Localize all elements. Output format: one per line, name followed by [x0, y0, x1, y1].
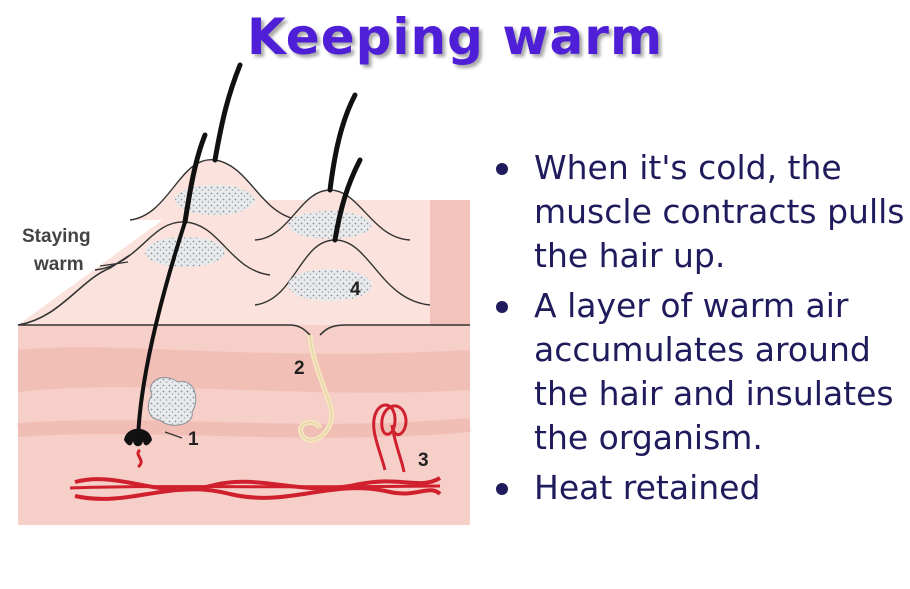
side-label-line1: Staying [22, 226, 91, 247]
goosebump-back-left [129, 159, 301, 221]
bullet-icon [496, 163, 508, 175]
skin-block [17, 200, 471, 525]
bullet-icon [496, 301, 508, 313]
sweat-gland [298, 334, 334, 443]
marker-2: 2 [294, 358, 305, 379]
side-label-pointer [99, 261, 129, 267]
marker-4: 4 [350, 279, 361, 300]
bullet-text: When it's cold, the muscle contracts pul… [534, 148, 905, 275]
side-label-line2: warm [33, 254, 84, 275]
bullet-item: Heat retained [496, 466, 906, 510]
bullet-text: Heat retained [534, 468, 761, 507]
bullet-list: When it's cold, the muscle contracts pul… [496, 146, 906, 516]
marker-1: 1 [188, 429, 199, 450]
hair-strands [136, 62, 363, 442]
page-title: Keeping warm [246, 8, 664, 66]
bullet-item: When it's cold, the muscle contracts pul… [496, 146, 906, 278]
blood-vessels [69, 476, 442, 501]
hair-follicle [124, 377, 197, 469]
bullet-icon [496, 483, 508, 495]
bullet-text: A layer of warm air accumulates around t… [534, 286, 894, 457]
bullet-item: A layer of warm air accumulates around t… [496, 284, 906, 460]
skin-surface-line [17, 254, 470, 336]
goosebump-front-right [254, 239, 431, 306]
blood-vessel-coil [372, 403, 408, 473]
goosebump-back-right [254, 189, 411, 241]
marker-3: 3 [418, 450, 429, 471]
